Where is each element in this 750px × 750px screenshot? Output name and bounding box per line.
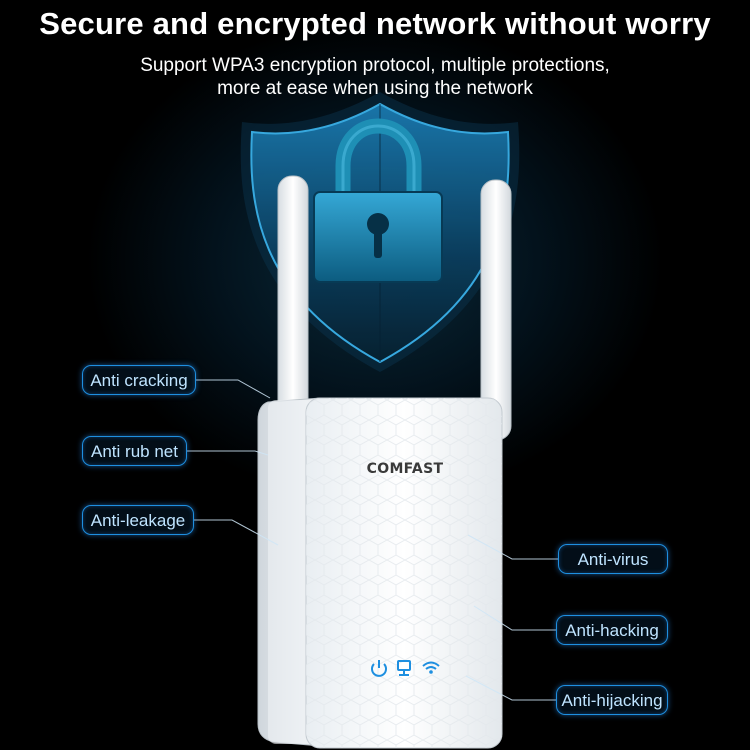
lock-icon xyxy=(313,118,443,283)
headline: Secure and encrypted network without wor… xyxy=(39,6,711,41)
callout-lines xyxy=(187,379,558,701)
power-icon xyxy=(371,660,387,677)
label-anti-rub-net: Anti rub net xyxy=(82,436,187,466)
label-anti-virus: Anti-virus xyxy=(558,544,668,574)
label-anti-hacking: Anti-hacking xyxy=(556,615,668,645)
label-anti-cracking: Anti cracking xyxy=(82,365,196,395)
subtitle-line-2: more at ease when using the network xyxy=(217,78,533,99)
label-anti-leakage: Anti-leakage xyxy=(82,505,194,535)
brand-logo: COMFAST xyxy=(366,461,444,477)
label-anti-hijacking: Anti-hijacking xyxy=(556,685,668,715)
subtitle-line-1: Support WPA3 encryption protocol, multip… xyxy=(140,55,610,76)
device-front xyxy=(305,397,503,749)
wifi-icon xyxy=(422,661,440,674)
lan-icon xyxy=(397,660,411,676)
